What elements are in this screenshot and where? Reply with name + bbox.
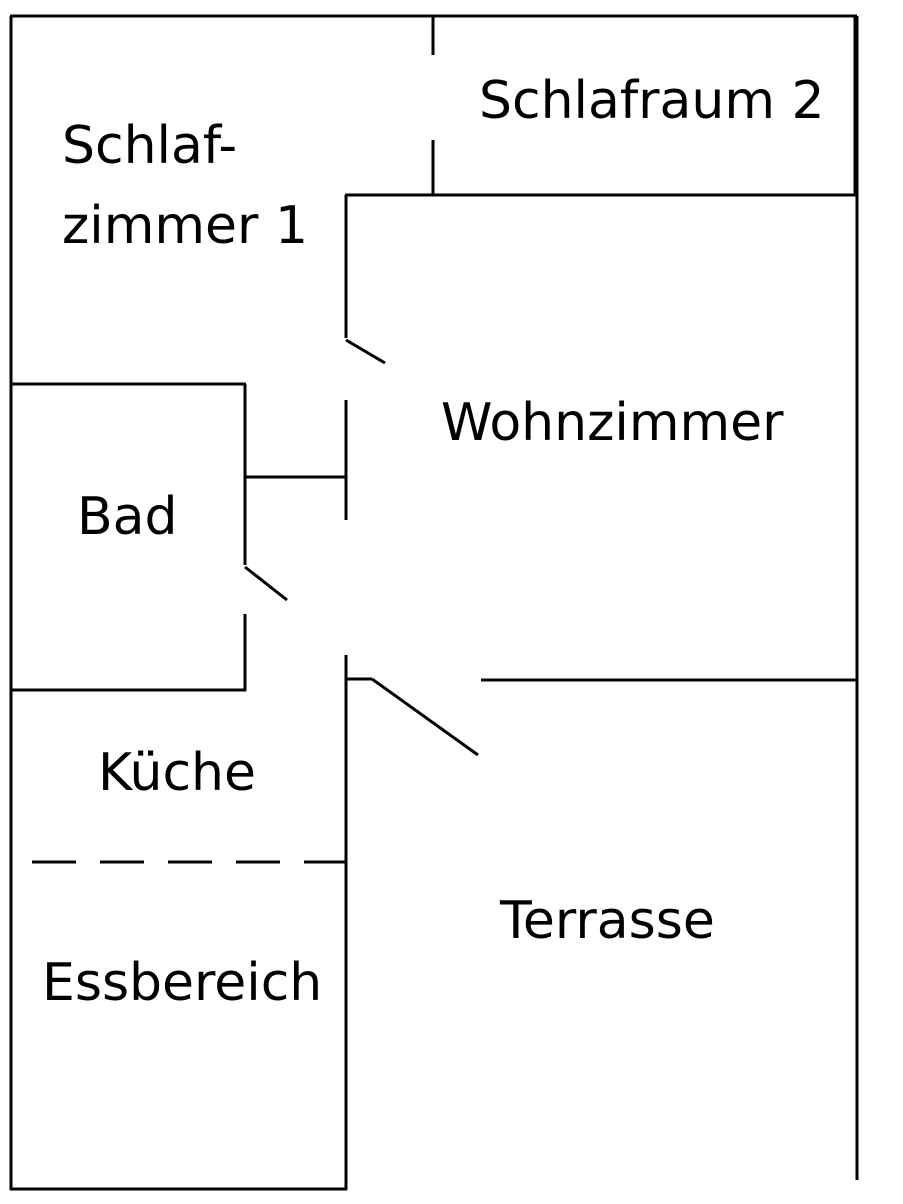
room-label-essbereich: Essbereich (42, 953, 322, 1013)
schlafraum2-walls (345, 16, 857, 197)
room-label-schlafraum2: Schlafraum 2 (479, 71, 825, 131)
doors (244, 338, 479, 757)
room-label-terrasse: Terrasse (499, 891, 715, 951)
room-label-schlafzimmer1-line2: zimmer 1 (62, 196, 308, 256)
door-terrasse-swing (371, 677, 479, 757)
room-label-schlafzimmer1-line1: Schlaf- (62, 116, 237, 176)
room-label-kueche: Küche (98, 743, 256, 803)
bad-walls (11, 382, 346, 692)
door-bad (244, 565, 288, 602)
room-label-wohnzimmer: Wohnzimmer (441, 393, 784, 453)
door-wohnzimmer (345, 338, 386, 365)
room-label-bad: Bad (77, 487, 178, 547)
